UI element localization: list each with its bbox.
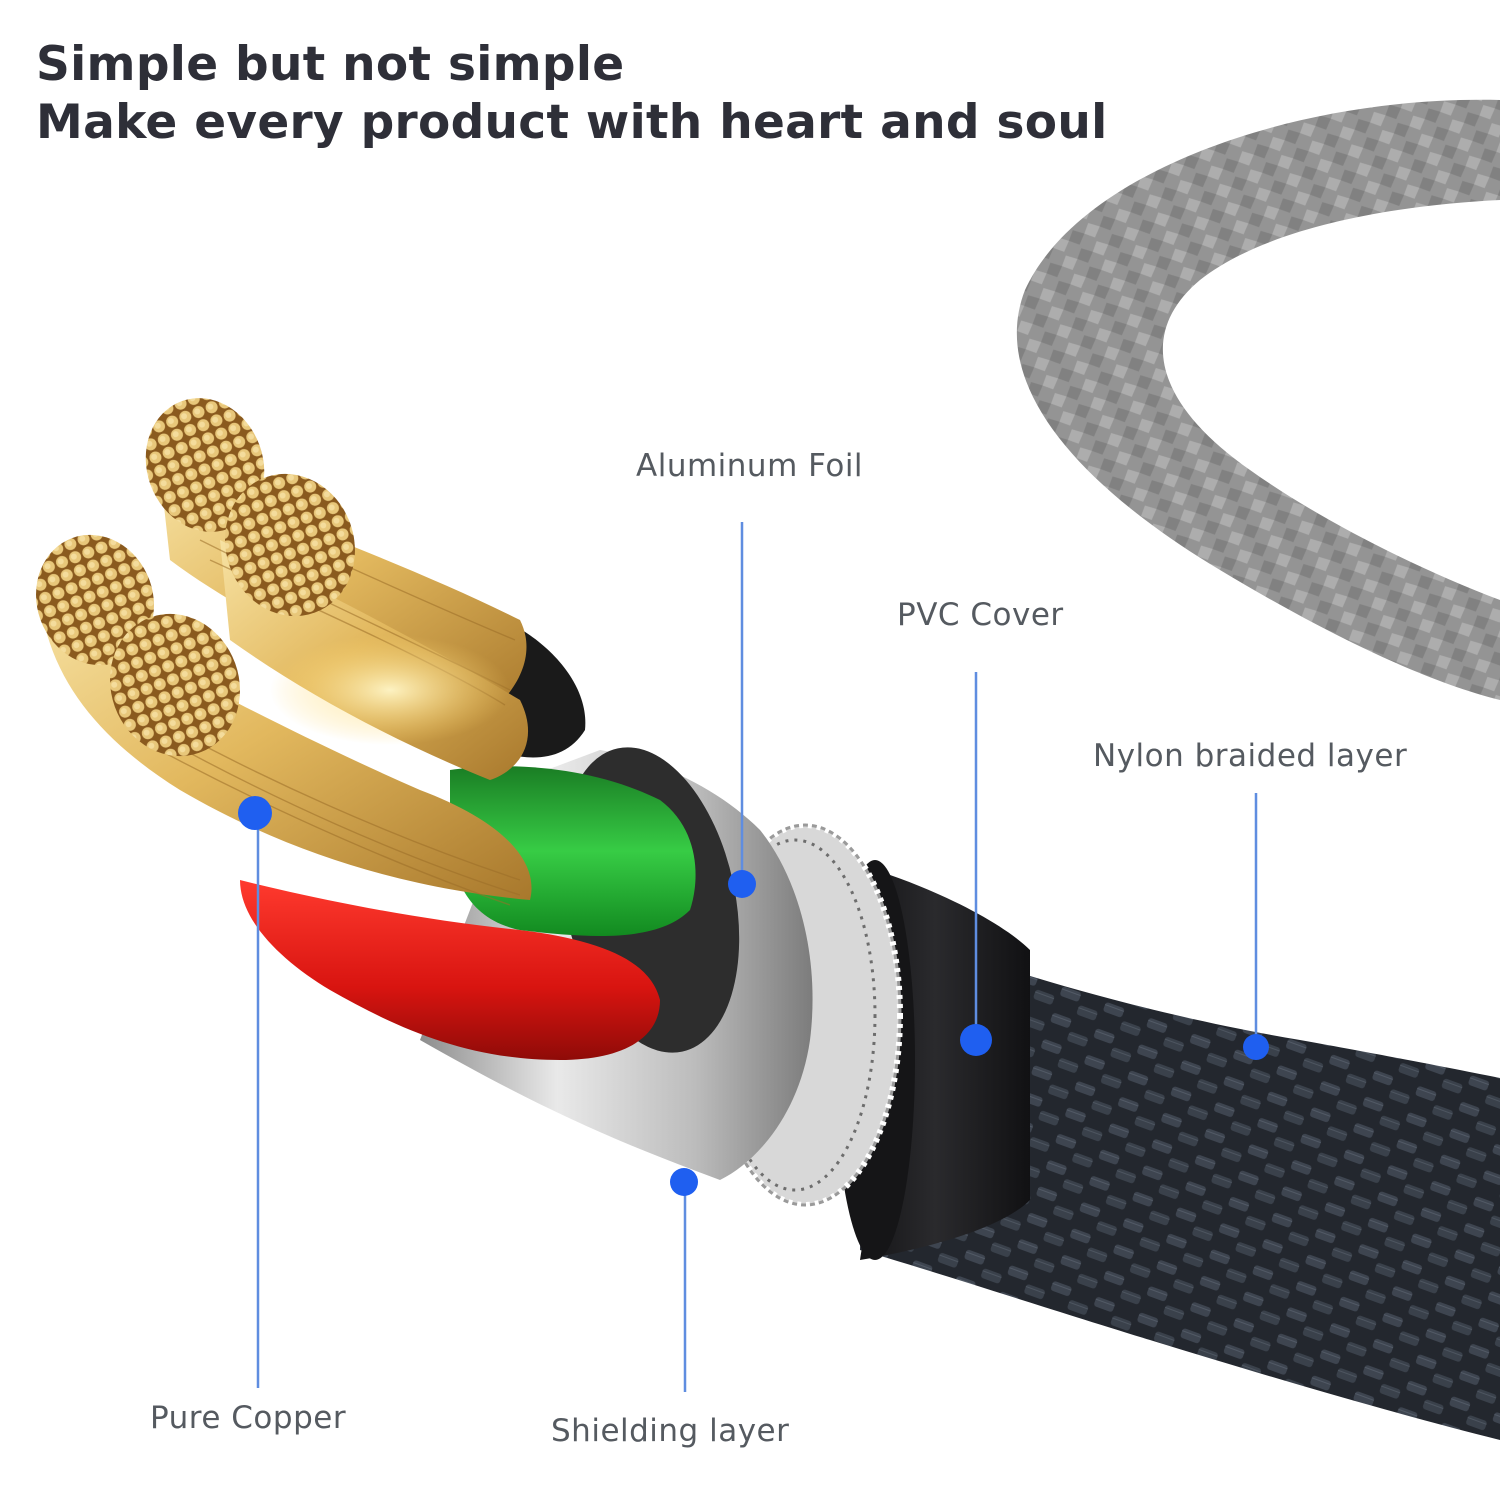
label-shielding-layer: Shielding layer: [551, 1413, 790, 1449]
label-nylon-braided-layer: Nylon braided layer: [1093, 738, 1408, 774]
pvc-cover-dot: [960, 1024, 992, 1056]
cable-coil: [1016, 99, 1500, 701]
callouts: [238, 522, 1269, 1392]
headline-line-1: Simple but not simple: [36, 37, 625, 92]
pure-copper-dot: [238, 796, 272, 830]
label-aluminum-foil: Aluminum Foil: [636, 448, 864, 484]
aluminum-foil-dot: [728, 870, 756, 898]
label-pure-copper: Pure Copper: [150, 1400, 347, 1436]
copper-strands: [36, 398, 532, 906]
shielding-layer-dot: [670, 1168, 698, 1196]
headline-line-2: Make every product with heart and soul: [36, 95, 1108, 150]
nylon-braided-dot: [1243, 1034, 1269, 1060]
red-conductor: [240, 880, 660, 1060]
headline: Simple but not simple Make every product…: [36, 36, 1108, 152]
label-pvc-cover: PVC Cover: [897, 597, 1064, 633]
